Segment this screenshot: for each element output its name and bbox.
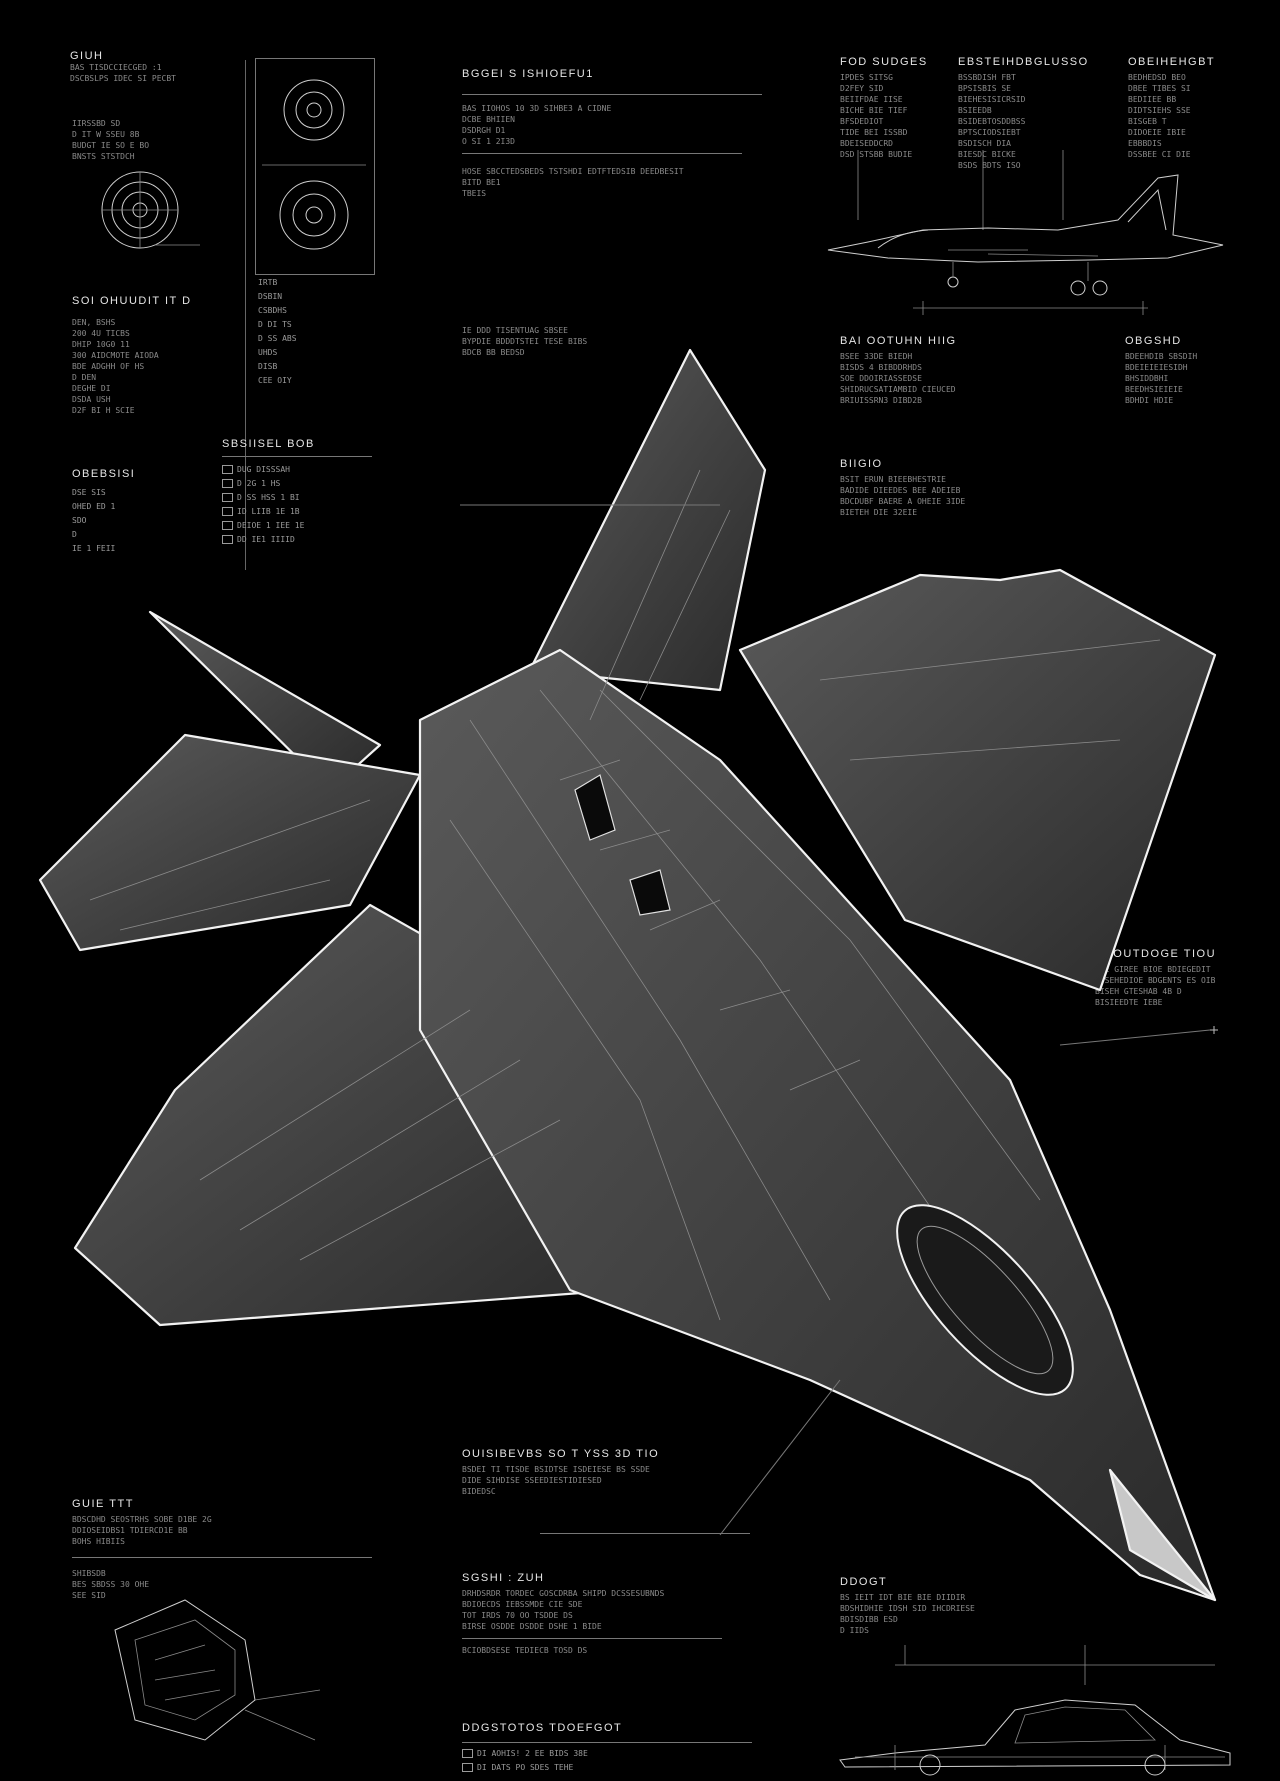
left-label-1-line: BUDGT IE SO E BO	[72, 141, 150, 150]
car-profile-icon	[839, 1645, 1231, 1776]
spec-table: SBSIISEL BOB DUG DISSSAH D 2G 1 HS D SS …	[222, 438, 372, 547]
bottom-right-block: DDOGT BS IEIT IDT BIE BIE DIIDIR BDSHIDH…	[840, 1576, 975, 1635]
center-mid-block: IE DDD TISENTUAG SBSEE BYPDIE BDDDTSTEI …	[462, 326, 588, 357]
left-mid-block: SOI OHUUDIT IT D DEN, BSHS 200 4U TICBS …	[72, 295, 192, 415]
spec-row: DUG DISSSAH	[222, 463, 372, 477]
left-label-1: IIRSSBD SD D IT W SSEU 8B BUDGT IE SO E …	[72, 118, 149, 162]
left-label-1-line: BNSTS STSTDCH	[72, 152, 135, 161]
vehicle-wireframe-icon	[114, 1599, 321, 1741]
top-left-line: BAS TISDCCIECGED :1	[70, 63, 162, 72]
bottom-center-b: SGSHI : ZUH DRHDSRDR TORDEC GOSCDRBA SHI…	[462, 1572, 722, 1656]
spec-row: D SS HSS 1 BI	[222, 491, 372, 505]
top-left-title: GIUH	[70, 50, 104, 62]
spec-row: DD IE1 IIIID	[222, 533, 372, 547]
top-left-line: DSCBSLPS IDEC SI PECBT	[70, 74, 176, 83]
spec-row: ID LIIB 1E 1B	[222, 505, 372, 519]
left-low-title: OBEBSISI	[72, 468, 136, 480]
left-label-1-line: D IT W SSEU 8B	[72, 130, 140, 139]
engine-panel-text: IRTB DSBIN CSBDHS D DI TS D SS ABS UHDS …	[258, 278, 297, 385]
right-callout: SHOUTDOGE TIOU BSE GIREE BIOE BDIEGEDIT …	[1095, 948, 1217, 1007]
spec-row: DEIOE 1 IEE 1E	[222, 519, 372, 533]
mid-right-c: BIIGIO BSIT ERUN BIEEBHESTRIE BADIDE DIE…	[840, 458, 966, 517]
left-label-1-title: IIRSSBD SD	[72, 119, 121, 128]
turbine-diagram-icon	[101, 171, 200, 249]
engine-cross-section-icon	[262, 79, 366, 250]
aircraft-side-profile-icon	[827, 150, 1224, 315]
top-left-block: GIUH BAS TISDCCIECGED :1 DSCBSLPS IDEC S…	[70, 50, 176, 84]
bottom-center-c: DDGSTOTOS TDOEFGOT DI AOHIS! 2 EE BIDS 3…	[462, 1722, 752, 1775]
tr-col-3: OBEIHEHGBT BEDHEDSD BEO DBEE TIBES SI BE…	[1128, 56, 1216, 159]
left-mid-title: SOI OHUUDIT IT D	[72, 295, 192, 307]
left-low-block: OBEBSISI DSE SIS OHED ED 1 SDO D IE 1 FE…	[72, 468, 136, 553]
bottom-center-a: OUISIBEVBS SO T YSS 3D TIO BSDEI TI TISD…	[462, 1448, 660, 1496]
mid-right-b: OBGSHD BDEEHDIB SBSDIH BDEIEIEIESIDH BHS…	[1125, 335, 1198, 405]
mid-right-a: BAI OOTUHN HIIG BSEE 33DE BIEDH BISDS 4 …	[840, 335, 957, 405]
bottom-left-block: GUIE TTT BDSCDHD SEOSTRHS SOBE D1BE 2G D…	[72, 1498, 372, 1601]
center-top-title: BGGEI S ISHIOEFU1	[462, 68, 594, 80]
engine-panel	[255, 58, 375, 275]
tr-col-1: FOD SUDGES IPDES SITSG D2FEY SID BEIIFDA…	[840, 56, 928, 159]
spec-table-title: SBSIISEL BOB	[222, 438, 315, 450]
tr-col-2: EBSTEIHDBGLUSSO BSSBDISH FBT BPSISBIS SE…	[958, 56, 1089, 170]
spec-row: D 2G 1 HS	[222, 477, 372, 491]
center-top-block: BGGEI S ISHIOEFU1 BAS IIOHOS 10 3D SIHBE…	[462, 68, 762, 199]
